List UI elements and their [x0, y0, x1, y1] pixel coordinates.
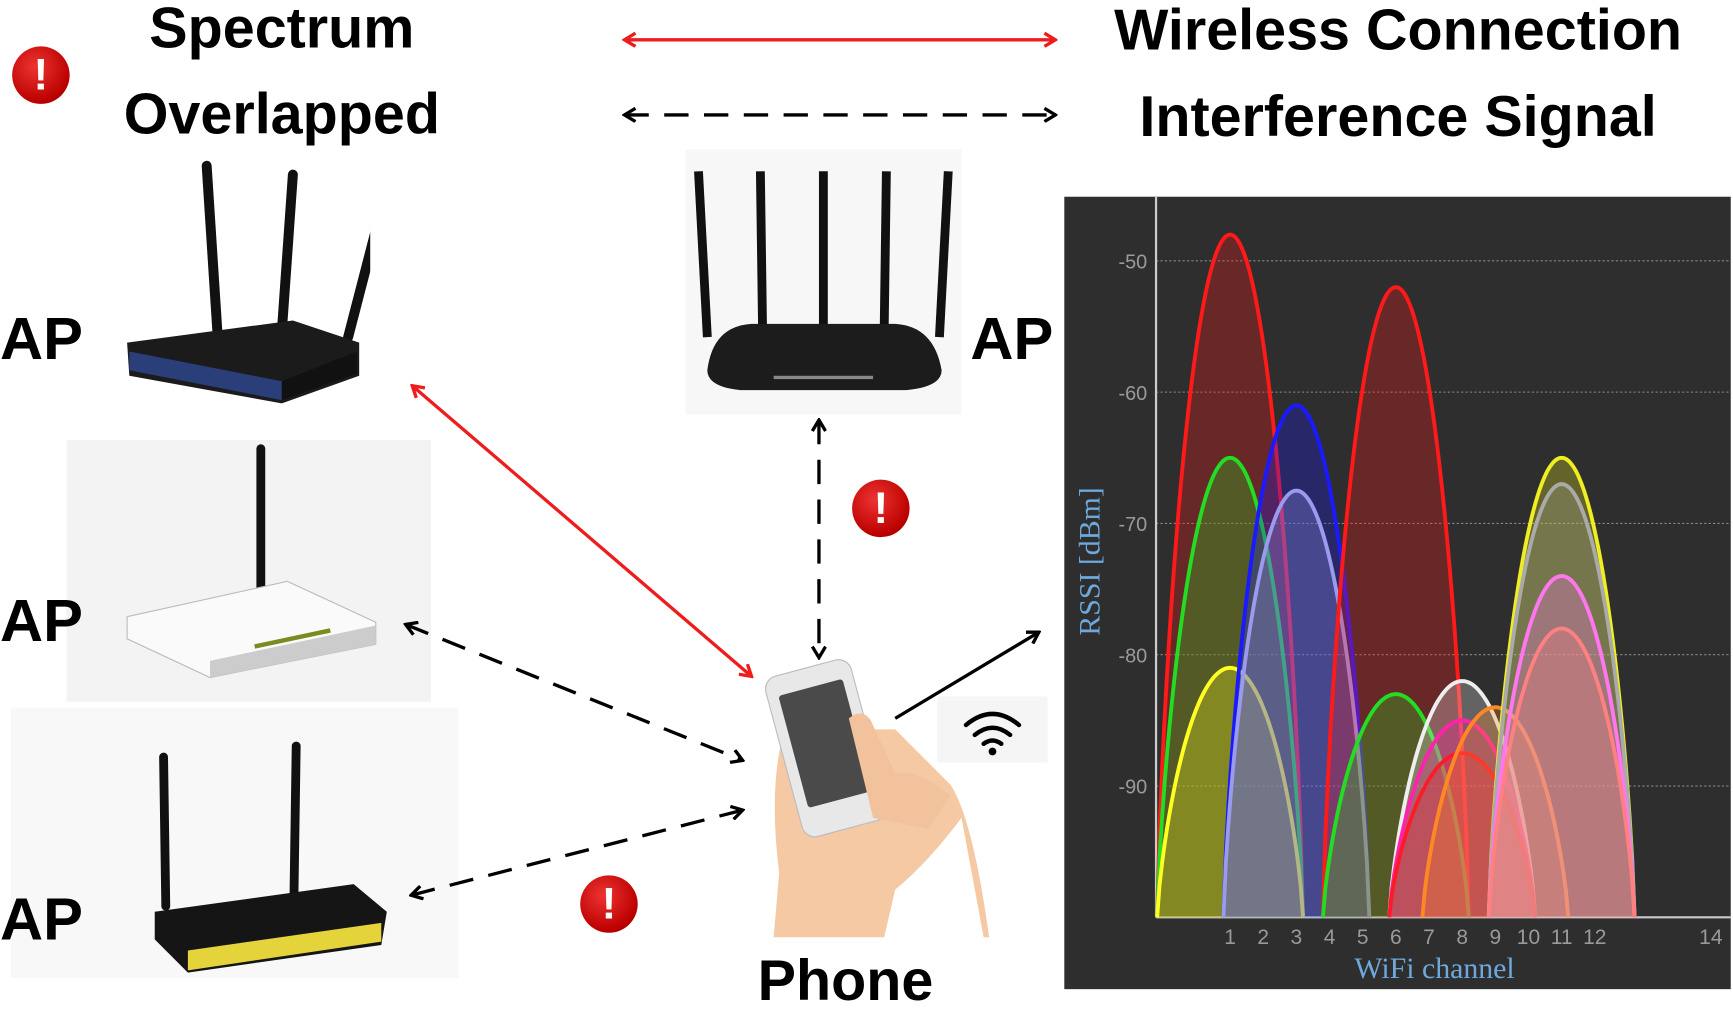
- signal-area-ap-lavender-ch3: [1223, 490, 1370, 918]
- legend-wireless-connection-label: Wireless Connection: [1114, 0, 1683, 63]
- x-tick-label: 4: [1324, 926, 1336, 949]
- signal-area-ap-red-ch6: [1322, 287, 1469, 918]
- router-image-top-middle: [685, 149, 962, 415]
- signal-curve-ap-yellow-ch1: [1155, 665, 1305, 918]
- signal-area-ap-green-ch1: [1157, 457, 1304, 918]
- y-tick-label: -60: [1118, 383, 1147, 405]
- signal-curve-ap-red-ch6: [1320, 285, 1471, 918]
- x-axis-label: WiFi channel: [1354, 952, 1514, 985]
- interference-arrow-middle-ap: [406, 624, 743, 760]
- warning-icon: !: [580, 875, 638, 933]
- ap-label-middle-left: AP: [0, 587, 83, 655]
- signal-curve-ap-red-ch8: [1387, 751, 1538, 918]
- y-tick-label: -90: [1118, 777, 1147, 799]
- wifi-icon: [937, 696, 1048, 763]
- signal-curve-ap-green-ch1: [1155, 455, 1305, 918]
- legend-spectrum-label: Spectrum: [149, 0, 415, 61]
- x-tick-label: 9: [1489, 926, 1501, 949]
- x-tick-label: 2: [1257, 926, 1269, 949]
- ap-label-top-middle: AP: [970, 306, 1054, 373]
- connection-arrow-ap-phone: [412, 386, 751, 677]
- x-tick-label: 5: [1357, 926, 1369, 949]
- legend-interference-signal-label: Interference Signal: [1139, 85, 1657, 150]
- phone-to-chart-arrow: [894, 632, 1039, 720]
- signal-curve-ap-red-ch1: [1155, 232, 1305, 918]
- y-tick-label: -80: [1118, 645, 1147, 667]
- signal-curve-ap-gray-ch11: [1486, 482, 1637, 918]
- phone-label: Phone: [757, 949, 934, 1013]
- signal-curve-ap-lavender-ch3: [1221, 488, 1372, 918]
- signal-curve-ap-white-ch8: [1387, 679, 1538, 918]
- y-tick-label: -50: [1118, 252, 1147, 274]
- signal-area-ap-pink-ch11: [1488, 575, 1635, 918]
- x-tick-label: 14: [1699, 926, 1723, 949]
- signal-area-ap-green-ch6: [1322, 694, 1469, 918]
- router-image-middle-left: [66, 439, 432, 702]
- signal-area-ap-red-ch1: [1157, 234, 1304, 918]
- x-tick-label: 7: [1423, 926, 1435, 949]
- x-tick-label: 12: [1583, 926, 1606, 949]
- router-image-bottom-left: [11, 707, 459, 979]
- x-tick-label: 1: [1224, 926, 1236, 949]
- x-tick-label: 11: [1551, 926, 1573, 949]
- y-tick-label: -70: [1118, 514, 1147, 536]
- signal-curve-ap-magenta-ch8: [1387, 718, 1538, 918]
- warning-icon: !: [852, 479, 910, 538]
- router-image-top-left: [127, 160, 371, 404]
- signal-curve-ap-blue-ch3: [1221, 403, 1372, 918]
- ap-label-bottom-left: AP: [0, 886, 83, 953]
- ap-label-top-left: AP: [0, 306, 83, 373]
- signal-area-ap-gray-ch11: [1488, 484, 1635, 918]
- warning-icon: !: [12, 46, 70, 104]
- legend-overlapped-label: Overlapped: [123, 82, 440, 147]
- x-tick-label: 3: [1291, 926, 1303, 949]
- y-axis-label: RSSI [dBm]: [1074, 487, 1107, 635]
- signal-curve-ap-salmon-ch11: [1486, 626, 1637, 918]
- x-tick-label: 10: [1517, 926, 1540, 949]
- interference-arrow-bottom-ap: [411, 810, 743, 895]
- signal-curve-ap-green-ch6: [1320, 692, 1471, 918]
- signal-curve-ap-orange-ch9: [1420, 705, 1571, 918]
- signal-curve-ap-yellow-ch11: [1486, 455, 1637, 918]
- signal-curve-ap-pink-ch11: [1486, 573, 1637, 918]
- phone-in-hand-image: [764, 659, 990, 938]
- signal-area-ap-blue-ch3: [1223, 405, 1370, 918]
- x-tick-label: 8: [1456, 926, 1468, 949]
- signal-area-ap-salmon-ch11: [1488, 628, 1635, 918]
- x-tick-label: 6: [1390, 926, 1402, 949]
